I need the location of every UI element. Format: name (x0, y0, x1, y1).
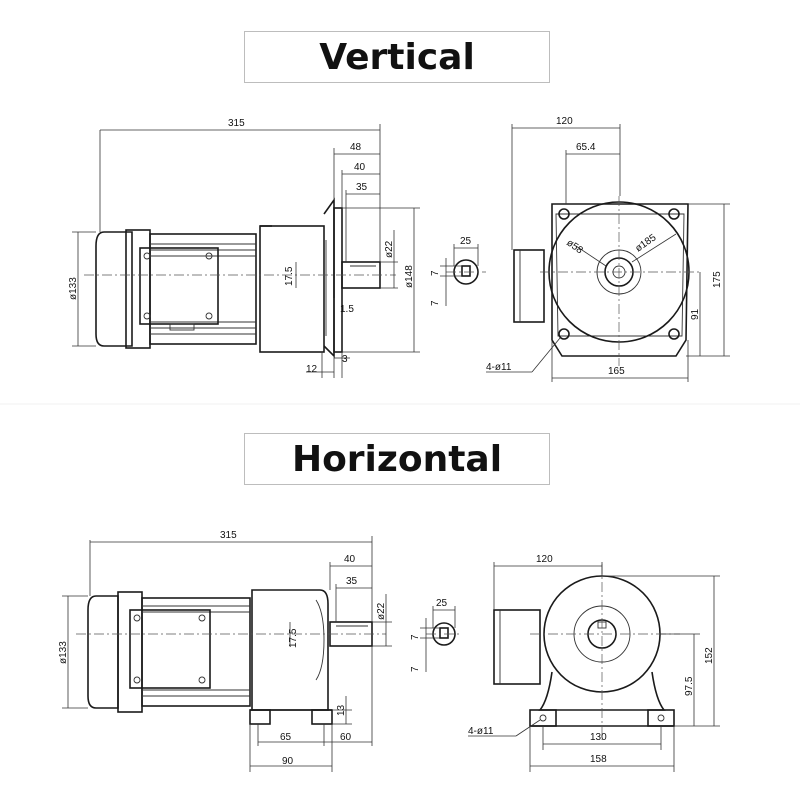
h-key-7b: 7 (410, 666, 421, 672)
vf-dim-pilot: ø58 (564, 237, 585, 256)
h-dim-90: 90 (282, 756, 294, 767)
v-dim-40: 40 (354, 162, 366, 173)
vf-dim-120: 120 (556, 116, 573, 127)
hf-dim-152: 152 (704, 647, 715, 664)
v-key-7a: 7 (430, 270, 441, 276)
h-key-width: 25 (436, 598, 448, 609)
vertical-front-view: 120 65.4 ø58 ø185 175 91 165 4-ø11 (486, 116, 730, 382)
v-dim-1-5: 1.5 (340, 304, 354, 315)
hf-dim-97-5: 97.5 (684, 676, 695, 696)
v-key-7b: 7 (430, 300, 441, 306)
vertical-side-view: 315 48 40 35 ø22 ø148 ø133 17.5 1.5 3 12 (68, 118, 420, 378)
h-dim-35: 35 (346, 576, 358, 587)
v-dim-center: 17.5 (284, 266, 295, 286)
h-dim-60: 60 (340, 732, 352, 743)
hf-dim-holes: 4-ø11 (468, 726, 494, 737)
horizontal-key-detail: 25 7 7 (410, 598, 462, 672)
v-dim-3: 3 (342, 354, 348, 365)
h-key-7a: 7 (410, 634, 421, 640)
vertical-key-detail: 25 7 7 (430, 236, 486, 306)
h-dim-motor-dia: ø133 (58, 641, 69, 664)
h-dim-13: 13 (336, 704, 347, 716)
v-dim-shaft-dia: ø22 (384, 240, 395, 258)
h-dim-315: 315 (220, 530, 237, 541)
horizontal-title: Horizontal (244, 433, 550, 485)
h-dim-shaft-dia: ø22 (376, 602, 387, 620)
hf-dim-120: 120 (536, 554, 553, 565)
vf-dim-65-4: 65.4 (576, 142, 596, 153)
horizontal-front-view: 120 152 97.5 130 158 4-ø11 (468, 554, 720, 772)
vf-dim-holes: 4-ø11 (486, 362, 512, 373)
vf-dim-165: 165 (608, 366, 625, 377)
hf-dim-130: 130 (590, 732, 607, 743)
h-dim-center: 17.5 (288, 628, 299, 648)
v-dim-48: 48 (350, 142, 362, 153)
v-dim-315: 315 (228, 118, 245, 129)
v-dim-12: 12 (306, 364, 318, 375)
v-key-width: 25 (460, 236, 472, 247)
vertical-title: Vertical (244, 31, 550, 83)
v-dim-flange-dia: ø148 (404, 265, 415, 288)
h-dim-65: 65 (280, 732, 292, 743)
h-dim-40: 40 (344, 554, 356, 565)
vf-dim-175: 175 (712, 271, 723, 288)
horizontal-side-view: 315 40 35 ø22 ø133 17.5 13 65 60 90 (58, 530, 392, 772)
vf-dim-91: 91 (690, 308, 701, 320)
v-dim-motor-dia: ø133 (68, 277, 79, 300)
vf-dim-pcd: ø185 (633, 232, 658, 254)
hf-dim-158: 158 (590, 754, 607, 765)
v-dim-35: 35 (356, 182, 368, 193)
